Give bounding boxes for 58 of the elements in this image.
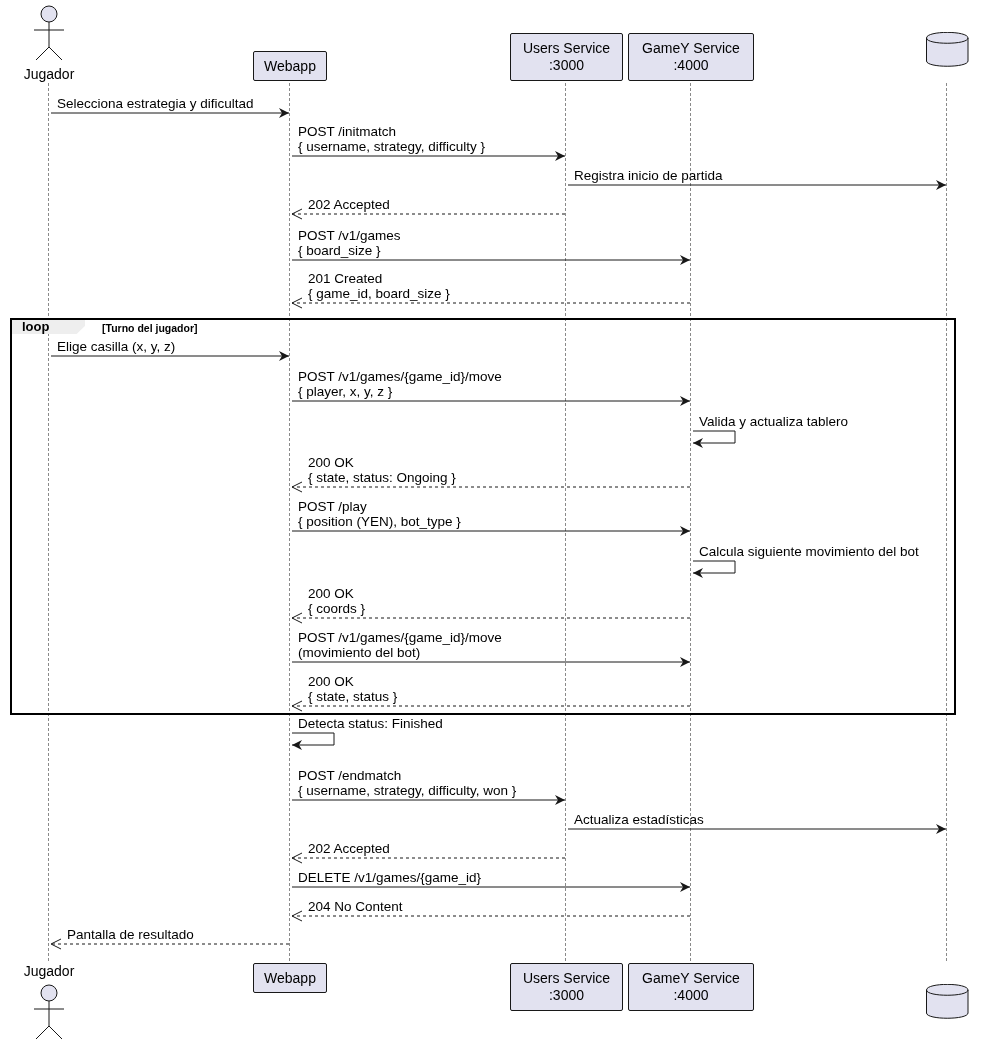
- message-label: Actualiza estadísticas: [574, 812, 704, 827]
- return-message-arrow: [291, 852, 566, 864]
- message-label: Calcula siguiente movimiento del bot: [699, 544, 919, 559]
- message-label: POST /v1/games { board_size }: [298, 228, 401, 258]
- participant-box: Webapp: [253, 963, 327, 993]
- message-arrow: [291, 151, 566, 161]
- message-arrow: [291, 255, 691, 265]
- return-message-arrow: [291, 481, 691, 493]
- message-label: 200 OK { state, status: Ongoing }: [308, 455, 456, 485]
- message-label: 200 OK { coords }: [308, 586, 366, 616]
- return-message-arrow: [291, 612, 691, 624]
- message-label: DELETE /v1/games/{game_id}: [298, 870, 482, 885]
- message-arrow: [291, 396, 691, 406]
- message-label: POST /endmatch { username, strategy, difficulty, won }: [298, 768, 517, 798]
- return-message-arrow: [291, 910, 691, 922]
- message-arrow: [50, 351, 290, 361]
- message-label: POST /initmatch { username, strategy, difficulty }: [298, 124, 486, 154]
- message-label: Valida y actualiza tablero: [699, 414, 849, 429]
- participant-box: Webapp: [253, 51, 327, 81]
- message-label: 202 Accepted: [308, 197, 390, 212]
- message-label: POST /v1/games/{game_id}/move { player, x, y, z }: [298, 369, 502, 399]
- message-label: 201 Created { game_id, board_size }: [308, 271, 450, 301]
- self-message-arrow: [692, 560, 736, 578]
- message-arrow: [291, 657, 691, 667]
- actor-name: Jugador: [22, 963, 76, 979]
- message-label: Registra inicio de partida: [574, 168, 723, 183]
- message-label: Detecta status: Finished: [298, 716, 443, 731]
- message-arrow: [50, 108, 290, 118]
- message-label: 204 No Content: [308, 899, 403, 914]
- lifeline: [946, 83, 949, 961]
- self-message-arrow: [291, 732, 335, 750]
- self-message-arrow: [692, 430, 736, 448]
- participant-box: GameY Service :4000: [628, 33, 754, 81]
- lifeline: [48, 83, 51, 961]
- message-arrow: [567, 824, 947, 834]
- actor-name: Jugador: [22, 66, 76, 82]
- loop-condition: [Turno del jugador]: [102, 322, 198, 334]
- message-arrow: [567, 180, 947, 190]
- message-label: Pantalla de resultado: [67, 927, 194, 942]
- message-arrow: [291, 526, 691, 536]
- participant-box: GameY Service :4000: [628, 963, 754, 1011]
- message-label: Elige casilla (x, y, z): [57, 339, 176, 354]
- loop-tab: loop: [12, 320, 86, 334]
- lifeline: [565, 83, 568, 961]
- return-message-arrow: [291, 297, 691, 309]
- message-label: 200 OK { state, status }: [308, 674, 398, 704]
- participant-box: Users Service :3000: [510, 963, 623, 1011]
- return-message-arrow: [291, 700, 691, 712]
- message-arrow: [291, 882, 691, 892]
- message-label: POST /v1/games/{game_id}/move (movimiento del bot): [298, 630, 502, 660]
- lifeline: [289, 83, 292, 961]
- participant-box: Users Service :3000: [510, 33, 623, 81]
- message-arrow: [291, 795, 566, 805]
- return-message-arrow: [50, 938, 290, 950]
- message-label: POST /play { position (YEN), bot_type }: [298, 499, 461, 529]
- return-message-arrow: [291, 208, 566, 220]
- message-label: 202 Accepted: [308, 841, 390, 856]
- message-label: Selecciona estrategia y dificultad: [57, 96, 254, 111]
